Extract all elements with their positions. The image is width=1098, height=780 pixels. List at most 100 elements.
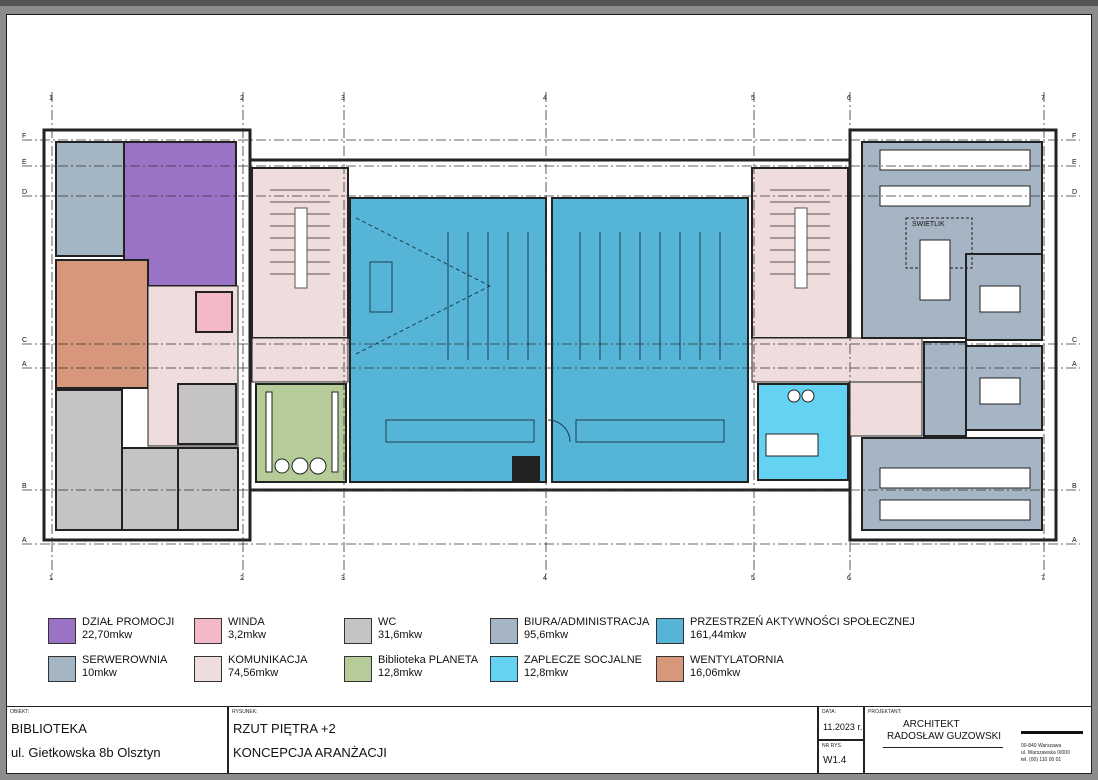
legend-name: ZAPLECZE SOCJALNE [524,654,642,666]
axis-labels-bottom: 1 2 3 4 5 6 7 [49,575,1045,582]
designer-title: ARCHITEKT [903,719,960,730]
room-server-closet [923,341,967,437]
legend-area: 12,8mkw [524,667,569,679]
axis-label: 1 [49,575,53,582]
room-corridor-right [751,337,923,383]
axis-labels-top: 1 2 3 4 5 6 7 [49,95,1045,102]
axis-label: F [22,133,26,140]
axis-label: 6 [847,575,851,582]
stamp-line: 00-840 Warszawa [1021,743,1062,749]
legend-name: BIURA/ADMINISTRACJA [524,616,650,628]
skylight [905,217,973,269]
room-wc-3 [177,447,239,531]
stairs-right [770,189,830,289]
seating-rows [355,217,721,360]
room-ventilation-room [55,259,149,389]
signature-lines [883,747,1003,768]
title-block-drawing: RYSUNEK: RZUT PIĘTRA +2 KONCEPCJA ARANŻA… [228,706,818,774]
axis-label: C [1072,337,1077,344]
legend-swatch [490,656,518,682]
stairs-left [270,189,330,289]
legend-area: 12,8mkw [378,667,423,679]
axis-label: 7 [1041,575,1045,582]
legend-swatch [48,656,76,682]
legend-area: 22,70mkw [82,629,133,641]
legend-swatch [656,618,684,644]
title-block-number: NR RYS. W1.4 [818,740,864,774]
skylight-label: ŚWIETLIK [912,219,945,228]
office-desks [879,149,1031,521]
stamp-line: tel. (00) 110 00 01 [1021,757,1062,763]
legend-name: DZIAŁ PROMOCJI [82,616,175,628]
floor-grille [512,456,540,482]
axis-label: C [22,337,27,344]
title-block-date: DATA: 11.2023 r. [818,706,864,740]
title-block-designer: PROJEKTANT: ARCHITEKT RADOSŁAW GUZOWSKI … [864,706,1092,774]
room-activity-space-b [551,197,749,483]
room-elevator [195,291,233,333]
legend-area: 95,6mkw [524,629,569,641]
legend-area: 74,56mkw [228,667,279,679]
axis-label: E [1072,159,1077,166]
legend-name: PRZESTRZEŃ AKTYWNOŚCI SPOŁECZNEJ [690,616,915,628]
axis-label: 5 [751,95,755,102]
drawing-title: RZUT PIĘTRA +2 [233,721,336,736]
axis-label: 2 [240,95,244,102]
axis-label: 7 [1041,95,1045,102]
object-name: BIBLIOTEKA [11,721,87,736]
legend-name: Biblioteka PLANETA [378,654,479,666]
legend-swatch [194,656,222,682]
legend-name: WINDA [228,616,265,628]
legend-name: SERWEROWNIA [82,654,168,666]
room-server-room [55,141,125,257]
drawing-caption: RYSUNEK: [232,709,258,715]
room-corridor-right-2 [849,381,923,437]
axis-grid [22,92,1080,580]
room-wc-1 [55,389,123,531]
library-chairs [265,391,339,475]
axis-label: 3 [341,95,345,102]
legend-area: 161,44mkw [690,629,747,641]
title-block-object: OBIEKT: BIBLIOTEKA ul. Gietkowska 8b Ols… [6,706,228,774]
axis-label: A [22,361,27,368]
number-value: W1.4 [823,755,847,766]
legend-swatch [194,618,222,644]
stamp-bar [1021,731,1083,734]
axis-label: A [1072,361,1077,368]
axis-label: B [22,483,27,490]
object-address: ul. Gietkowska 8b Olsztyn [11,745,161,760]
social-furniture [765,389,819,457]
legend-area: 31,6mkw [378,629,423,641]
legend-area: 10mkw [82,667,117,679]
legend-swatch [344,618,372,644]
axis-label: D [1072,189,1077,196]
designer-name: RADOSŁAW GUZOWSKI [887,731,1002,742]
designer-caption: PROJEKTANT: [868,709,902,715]
axis-label: 6 [847,95,851,102]
room-wc-4 [177,383,237,445]
axis-label: E [22,159,27,166]
axis-label: 3 [341,575,345,582]
legend-swatch [344,656,372,682]
stamp-line: ul. Warszawska 0/000 [1021,750,1070,756]
drawing-subtitle: KONCEPCJA ARANŻACJI [233,745,387,760]
date-caption: DATA: [822,709,836,715]
axis-label: A [22,537,27,544]
axis-label: A [1072,537,1077,544]
legend-area: 16,06mkw [690,667,741,679]
axis-label: 4 [543,575,547,582]
legend-swatch [48,618,76,644]
date-value: 11.2023 r. [823,722,863,732]
axis-label: 1 [49,95,53,102]
object-caption: OBIEKT: [10,709,30,715]
axis-label: D [22,189,27,196]
legend-name: WC [378,616,397,628]
legend-swatch [490,618,518,644]
window-top-bar [0,0,1098,6]
legend-name: KOMUNIKACJA [228,654,308,666]
number-caption: NR RYS. [822,743,843,749]
axis-label: 5 [751,575,755,582]
room-office-mid-2 [965,345,1043,431]
room-social-facilities [757,383,849,481]
